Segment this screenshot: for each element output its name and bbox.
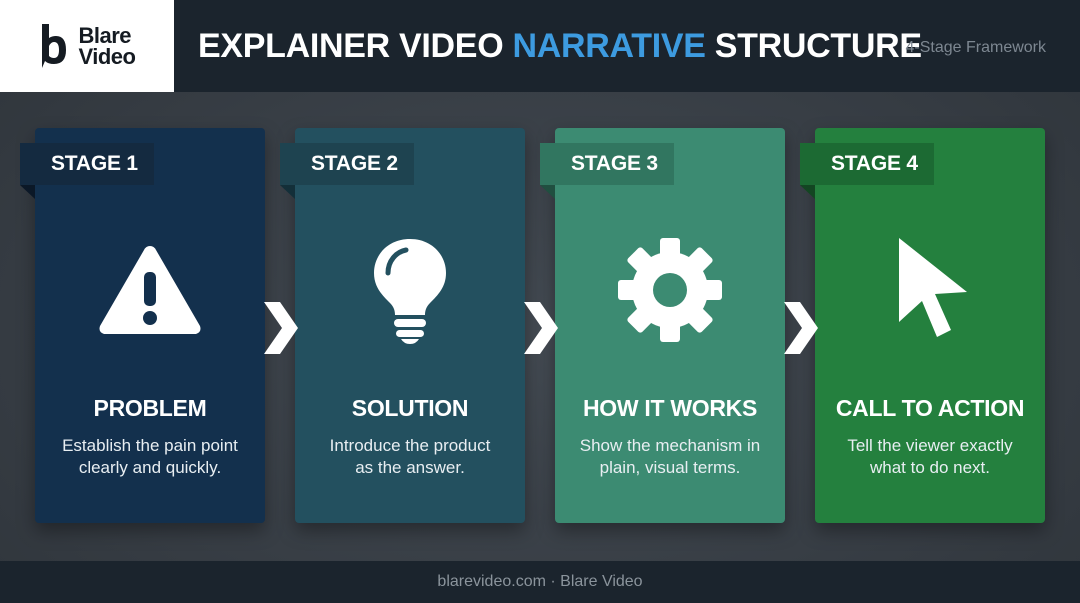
warning-icon bbox=[90, 232, 210, 347]
title-part-1: EXPLAINER VIDEO bbox=[198, 26, 513, 65]
stage-1-title: PROBLEM bbox=[93, 395, 207, 421]
chevron-right-icon bbox=[524, 302, 558, 354]
stage-2-desc-line2: as the answer. bbox=[355, 458, 465, 477]
footer-credit: blarevideo.com · Blare Video bbox=[437, 573, 643, 590]
stage-tab-extension bbox=[280, 143, 295, 185]
title-accent: NARRATIVE bbox=[512, 26, 706, 65]
page-subtitle: 4-Stage Framework bbox=[905, 39, 1047, 56]
page-title: EXPLAINER VIDEO NARRATIVE STRUCTURE bbox=[198, 27, 922, 66]
stage-1-tab: STAGE 1 bbox=[35, 143, 154, 185]
stage-1-desc-line2: clearly and quickly. bbox=[78, 458, 222, 477]
header-bar: Blare Video EXPLAINER VIDEO NARRATIVE ST… bbox=[0, 0, 1080, 92]
lightbulb-icon bbox=[350, 232, 470, 347]
stage-3-description: Show the mechanism in plain, visual term… bbox=[555, 435, 785, 479]
stage-3-desc-line1: Show the mechanism in bbox=[579, 436, 761, 455]
brand-logo-line1: Blare bbox=[78, 23, 132, 48]
stage-tab-extension bbox=[540, 143, 555, 185]
brand-logo-text: Blare Video bbox=[78, 23, 136, 69]
stage-1-desc-line1: Establish the pain point bbox=[62, 436, 238, 455]
stage-1-description: Establish the pain point clearly and qui… bbox=[35, 435, 265, 479]
brand-logo-mark-icon bbox=[42, 24, 67, 68]
gear-icon bbox=[610, 232, 730, 347]
stage-3-desc-line2: plain, visual terms. bbox=[599, 458, 741, 477]
footer-bar: blarevideo.com · Blare Video bbox=[0, 561, 1080, 603]
brand-logo-line2: Video bbox=[78, 44, 136, 69]
chevron-right-icon bbox=[264, 302, 298, 354]
cursor-icon bbox=[870, 232, 990, 347]
stage-4-description: Tell the viewer exactly what to do next. bbox=[815, 435, 1045, 479]
stage-3-title: HOW IT WORKS bbox=[583, 395, 757, 421]
stage-4-desc-line2: what to do next. bbox=[869, 458, 991, 477]
stage-2-desc-line1: Introduce the product bbox=[329, 436, 491, 455]
stage-4-tab: STAGE 4 bbox=[815, 143, 934, 185]
chevron-right-icon bbox=[784, 302, 818, 354]
title-part-2: STRUCTURE bbox=[705, 26, 922, 65]
stage-2-description: Introduce the product as the answer. bbox=[295, 435, 525, 479]
stage-tab-extension bbox=[20, 143, 35, 185]
stage-tab-fold bbox=[540, 185, 555, 199]
stage-tab-fold bbox=[20, 185, 35, 199]
stage-tab-extension bbox=[800, 143, 815, 185]
stage-tab-fold bbox=[280, 185, 295, 199]
stage-2-title: SOLUTION bbox=[351, 395, 469, 421]
stage-3-tab: STAGE 3 bbox=[555, 143, 674, 185]
stage-4-title: CALL TO ACTION bbox=[835, 395, 1025, 421]
stage-2-tab: STAGE 2 bbox=[295, 143, 414, 185]
brand-logo: Blare Video bbox=[0, 0, 174, 92]
stage-4-desc-line1: Tell the viewer exactly bbox=[847, 436, 1013, 455]
stage-tab-fold bbox=[800, 185, 815, 199]
stage-card-4 bbox=[815, 128, 1045, 523]
